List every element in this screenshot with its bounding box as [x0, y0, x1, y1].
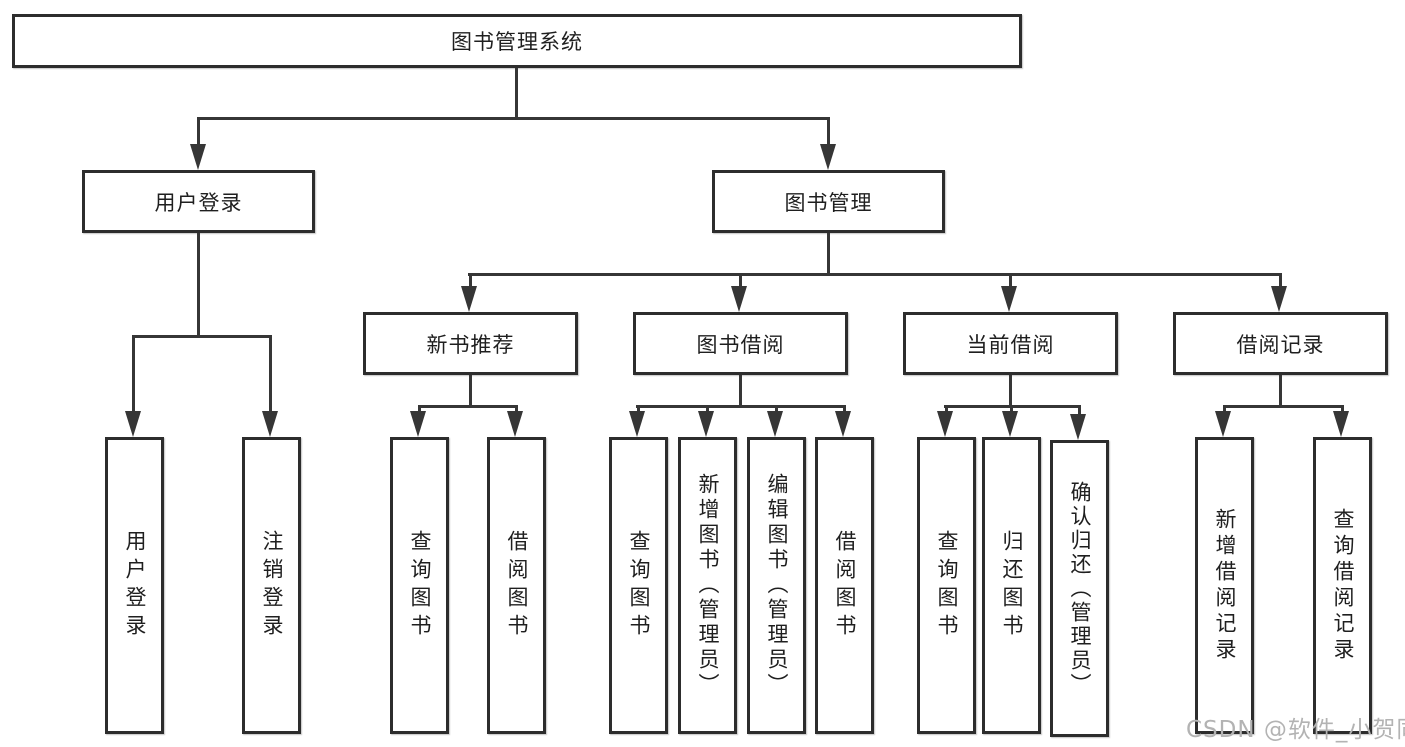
connector-line: [706, 405, 709, 413]
leaf-user-login: 用户登录: [105, 437, 164, 734]
arrow-down-icon: [507, 411, 523, 437]
connector-line: [515, 68, 518, 117]
arrow-down-icon: [262, 411, 278, 437]
arrow-down-icon: [835, 411, 851, 437]
connector-line: [269, 335, 272, 413]
connector-line: [636, 405, 846, 408]
connector-line: [1279, 375, 1282, 405]
node-book-borrowing: 图书借阅: [633, 312, 848, 375]
connector-line: [637, 405, 640, 413]
leaf-edit-books-admin: 编辑图书（管理员）: [747, 437, 806, 734]
connector-line: [197, 233, 200, 335]
arrow-down-icon: [410, 411, 426, 437]
leaf-add-borrow-record: 新增借阅记录: [1195, 437, 1254, 734]
connector-line: [1279, 273, 1282, 287]
node-root: 图书管理系统: [12, 14, 1022, 68]
connector-line: [739, 273, 742, 287]
connector-line: [132, 335, 135, 413]
connector-line: [418, 405, 517, 408]
connector-line: [418, 405, 421, 413]
connector-line: [739, 375, 742, 405]
connector-line: [1223, 405, 1226, 413]
leaf-logout: 注销登录: [242, 437, 301, 734]
arrow-down-icon: [1001, 286, 1017, 312]
leaf-borrow-books-2: 借阅图书: [815, 437, 874, 734]
leaf-query-borrow-record: 查询借阅记录: [1313, 437, 1372, 734]
arrow-down-icon: [1271, 286, 1287, 312]
connector-line: [1010, 405, 1013, 413]
arrow-down-icon: [731, 286, 747, 312]
arrow-down-icon: [190, 144, 206, 170]
node-current-borrowing: 当前借阅: [903, 312, 1118, 375]
connector-line: [133, 335, 272, 338]
csdn-watermark: CSDN @软件_小贺同学: [1186, 717, 1405, 743]
connector-line: [1341, 405, 1344, 413]
connector-line: [515, 405, 518, 413]
node-borrowing-records: 借阅记录: [1173, 312, 1388, 375]
connector-line: [843, 405, 846, 413]
node-new-book-recommend: 新书推荐: [363, 312, 578, 375]
connector-line: [197, 117, 200, 146]
connector-line: [1009, 273, 1012, 287]
arrow-down-icon: [1215, 411, 1231, 437]
leaf-add-books-admin: 新增图书（管理员）: [678, 437, 737, 734]
arrow-down-icon: [125, 411, 141, 437]
connector-line: [1009, 375, 1012, 405]
arrow-down-icon: [698, 411, 714, 437]
arrow-down-icon: [461, 286, 477, 312]
leaf-query-books-1: 查询图书: [390, 437, 449, 734]
leaf-return-books: 归还图书: [982, 437, 1041, 734]
connector-line: [1223, 405, 1344, 408]
connector-line: [468, 273, 1281, 276]
arrow-down-icon: [820, 144, 836, 170]
node-user-login: 用户登录: [82, 170, 315, 233]
connector-line: [1078, 405, 1081, 416]
arrow-down-icon: [937, 411, 953, 437]
connector-line: [827, 117, 830, 146]
connector-line: [945, 405, 948, 413]
arrow-down-icon: [767, 411, 783, 437]
leaf-query-books-3: 查询图书: [917, 437, 976, 734]
arrow-down-icon: [1333, 411, 1349, 437]
node-book-management: 图书管理: [712, 170, 945, 233]
connector-line: [827, 233, 830, 273]
leaf-borrow-books-1: 借阅图书: [487, 437, 546, 734]
leaf-confirm-return-admin: 确认归还（管理员）: [1050, 440, 1109, 737]
connector-line: [197, 117, 830, 120]
arrow-down-icon: [1070, 414, 1086, 440]
leaf-query-books-2: 查询图书: [609, 437, 668, 734]
connector-line: [775, 405, 778, 413]
connector-line: [469, 273, 472, 287]
connector-line: [469, 375, 472, 405]
arrow-down-icon: [629, 411, 645, 437]
arrow-down-icon: [1002, 411, 1018, 437]
